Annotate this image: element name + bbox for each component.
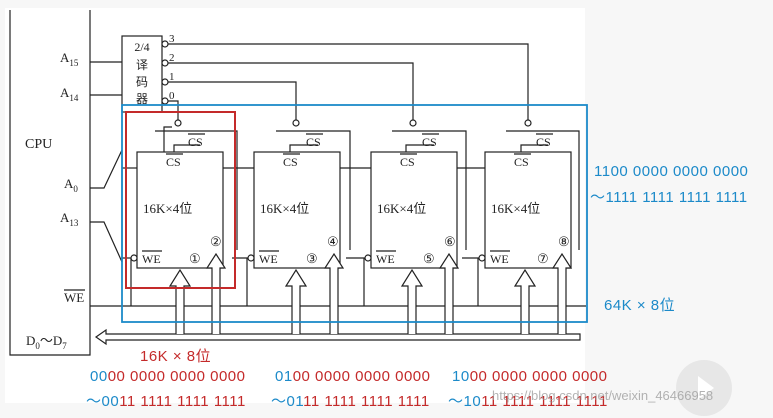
group-16k-box bbox=[125, 111, 236, 289]
cpu-box bbox=[9, 10, 91, 356]
range-1-start: 0000 0000 0000 0000 bbox=[90, 368, 246, 385]
chip3-outer-cs: CS bbox=[422, 135, 437, 149]
chip1-body bbox=[136, 151, 224, 269]
wire-out3 bbox=[168, 43, 529, 115]
wire-out0 bbox=[168, 100, 179, 115]
decoder-out1-label: 1 bbox=[169, 71, 175, 83]
chip3-cs: CS bbox=[400, 155, 415, 169]
chip1-num-b: ② bbox=[210, 234, 222, 249]
group-64k-box bbox=[121, 104, 588, 323]
chip4-outer-cs: CS bbox=[536, 135, 551, 149]
chip4-outer bbox=[506, 130, 580, 250]
chip2-outer-cs: CS bbox=[306, 135, 321, 149]
decoder-out1-bubble bbox=[161, 78, 169, 86]
data-bus bbox=[94, 252, 581, 346]
decoder-label-4: 器 bbox=[136, 92, 148, 106]
chip1-outer bbox=[155, 130, 238, 250]
wire-a0 bbox=[90, 149, 123, 189]
chip3-num-b: ⑥ bbox=[444, 234, 456, 249]
cpu-label: CPU bbox=[25, 137, 52, 152]
decoder-out3-bubble bbox=[161, 40, 169, 48]
chip-group-3 bbox=[370, 115, 467, 269]
range-4-end: ～1111 1111 1111 1111 bbox=[590, 189, 748, 206]
label-16k-8: 16K × 8位 bbox=[140, 348, 212, 365]
chip-group-1 bbox=[136, 115, 238, 269]
chip2-outer bbox=[276, 130, 351, 250]
range-1-end: ～0011 1111 1111 1111 bbox=[86, 393, 246, 410]
watermark: https://blog.csdn.net/weixin_46466958 bbox=[492, 388, 714, 403]
wire-out2 bbox=[168, 62, 414, 115]
range-2-end: ～0111 1111 1111 1111 bbox=[271, 393, 430, 410]
data-bus-arrow bbox=[94, 328, 581, 346]
chip4-cs: CS bbox=[514, 155, 529, 169]
decoder-out0-bubble bbox=[161, 97, 169, 105]
decoder-out3-label: 3 bbox=[169, 33, 175, 45]
chip4-we: WE bbox=[490, 252, 509, 266]
chip3-we: WE bbox=[376, 252, 395, 266]
chip1-num-a: ① bbox=[189, 251, 201, 266]
range-2-start: 0100 0000 0000 0000 bbox=[275, 368, 431, 385]
chip3-outer bbox=[392, 130, 467, 250]
chip2-we: WE bbox=[259, 252, 278, 266]
chip1-label: 16K×4位 bbox=[143, 201, 192, 216]
decoder-label-2: 译 bbox=[136, 58, 148, 72]
chip2-num-a: ③ bbox=[306, 251, 318, 266]
chip-group-2 bbox=[253, 115, 351, 269]
chip2-num-b: ④ bbox=[327, 234, 339, 249]
wire-a13 bbox=[90, 221, 123, 263]
chip1-cs: CS bbox=[166, 155, 181, 169]
decoder-box bbox=[121, 35, 163, 113]
chip4-body bbox=[484, 151, 572, 269]
decoder-out2-label: 2 bbox=[169, 52, 175, 64]
chip2-body bbox=[253, 151, 341, 269]
chip-group-4 bbox=[484, 115, 580, 269]
chip2-label: 16K×4位 bbox=[260, 201, 309, 216]
chip4-num-a: ⑦ bbox=[537, 251, 549, 266]
play-button-icon[interactable] bbox=[676, 360, 732, 416]
chip1-outer-cs: CS bbox=[188, 135, 203, 149]
chip2-cs: CS bbox=[283, 155, 298, 169]
chip4-num-b: ⑧ bbox=[558, 234, 570, 249]
chip3-body bbox=[370, 151, 458, 269]
decoder-out0-label: 0 bbox=[169, 90, 175, 102]
decoder-label-1: 2/4 bbox=[134, 40, 149, 54]
chip3-num-a: ⑤ bbox=[423, 251, 435, 266]
chip1-we: WE bbox=[142, 252, 161, 266]
range-4-start: 1100 0000 0000 0000 bbox=[594, 163, 749, 180]
pin-we: WE bbox=[64, 290, 84, 305]
wire-out1 bbox=[168, 81, 297, 115]
range-3-end: ～1011 1111 1111 1111 bbox=[448, 393, 608, 410]
label-64k-8: 64K × 8位 bbox=[604, 297, 676, 314]
range-3-start: 1000 0000 0000 0000 bbox=[452, 368, 608, 385]
chip4-label: 16K×4位 bbox=[491, 201, 540, 216]
chip3-label: 16K×4位 bbox=[377, 201, 426, 216]
decoder-label-3: 码 bbox=[136, 75, 148, 89]
decoder-out2-bubble bbox=[161, 59, 169, 67]
